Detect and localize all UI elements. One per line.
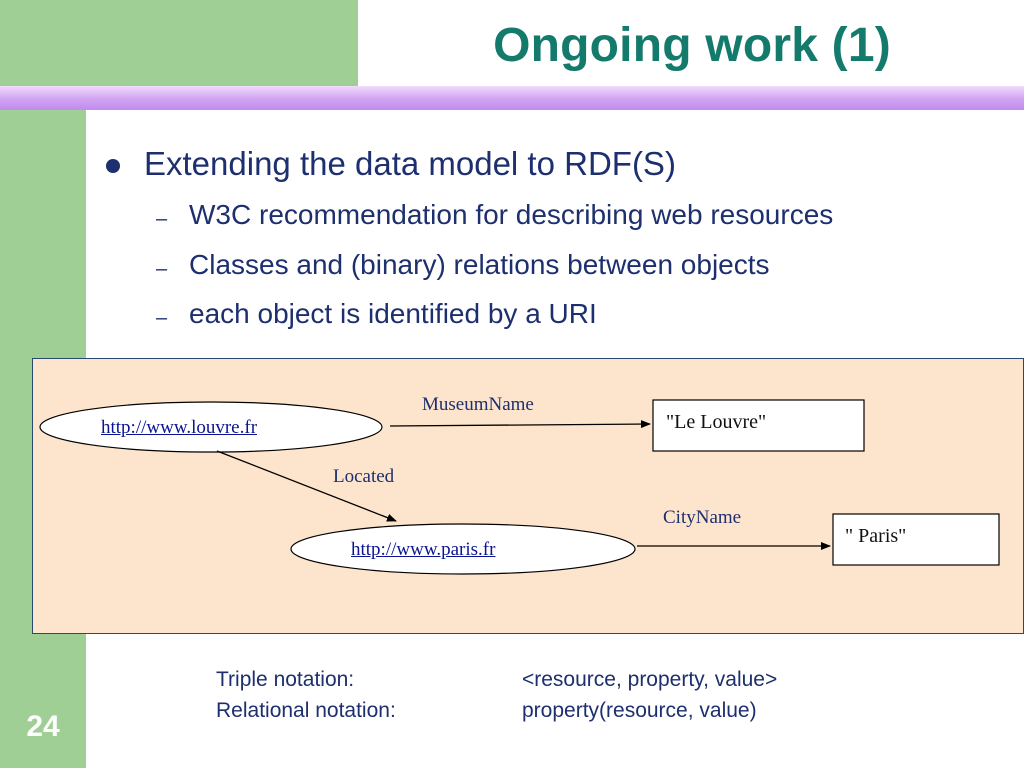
sub-bullet-2: Classes and (binary) relations between o…	[189, 249, 770, 280]
sub-bullet-3: each object is identified by a URI	[189, 298, 597, 329]
located-label: Located	[333, 466, 395, 487]
located-arrow	[216, 450, 397, 522]
triple-notation-value: <resource, property, value>	[522, 668, 778, 691]
paris-value-text: " Paris"	[845, 525, 907, 547]
museumname-label: MuseumName	[422, 394, 534, 415]
dash-icon: –	[156, 258, 168, 280]
triple-notation-label: Triple notation:	[216, 668, 355, 691]
cityname-label: CityName	[663, 507, 742, 528]
paris-value-box	[832, 513, 1000, 566]
sub-bullet-1: W3C recommendation for describing web re…	[189, 199, 834, 230]
louvre-value-text: "Le Louvre"	[666, 411, 767, 433]
louvre-uri-link[interactable]: http://www.louvre.fr	[101, 417, 258, 438]
slide-number: 24	[26, 710, 60, 743]
paris-uri-link[interactable]: http://www.paris.fr	[351, 539, 496, 560]
relational-notation-label: Relational notation:	[216, 699, 396, 722]
rdf-diagram-graphics	[39, 399, 1000, 575]
slide-title: Ongoing work (1)	[493, 19, 891, 72]
bullet-dot-icon	[106, 159, 120, 173]
rdf-diagram: http://www.louvre.fr http://www.paris.fr…	[32, 358, 1024, 634]
louvre-node	[39, 401, 383, 453]
header-green-block	[0, 0, 358, 86]
louvre-value-box	[652, 399, 865, 452]
bullet-main-text: Extending the data model to RDF(S)	[144, 145, 676, 182]
paris-node	[290, 523, 636, 575]
dash-icon: –	[156, 307, 168, 329]
relational-notation-value: property(resource, value)	[522, 699, 757, 722]
museumname-arrow	[389, 420, 651, 429]
dash-icon: –	[156, 208, 168, 230]
header-purple-band	[0, 86, 1024, 110]
